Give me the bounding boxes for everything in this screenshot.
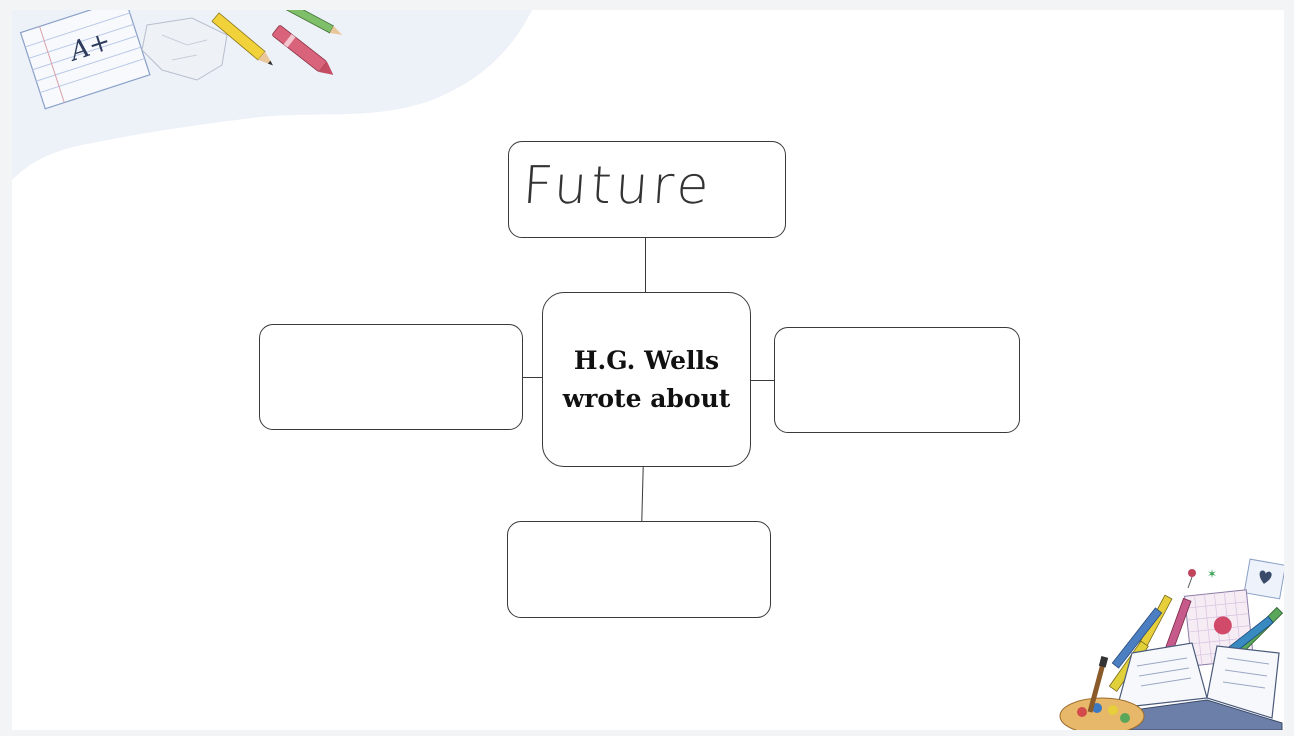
connector-bottom bbox=[641, 465, 644, 523]
bottom-box[interactable] bbox=[507, 521, 771, 618]
center-box: H.G. Wells wrote about bbox=[542, 292, 751, 467]
books-art-supplies-icon: ✶ bbox=[1059, 558, 1284, 730]
center-label-line-1: H.G. Wells bbox=[573, 345, 720, 375]
connector-left bbox=[522, 377, 542, 379]
connector-top bbox=[645, 237, 647, 293]
center-label: H.G. Wells wrote about bbox=[543, 293, 750, 466]
school-supplies-icon: A+ bbox=[19, 10, 343, 110]
right-box[interactable] bbox=[774, 327, 1020, 433]
svg-text:✶: ✶ bbox=[1207, 567, 1217, 581]
top-box[interactable]: Future bbox=[508, 141, 786, 238]
connector-right bbox=[750, 380, 774, 382]
handwritten-answer: Future bbox=[520, 156, 715, 216]
left-box[interactable] bbox=[259, 324, 523, 430]
center-label-line-2: wrote about bbox=[562, 383, 731, 413]
slide: A+ ✶ bbox=[12, 10, 1284, 730]
